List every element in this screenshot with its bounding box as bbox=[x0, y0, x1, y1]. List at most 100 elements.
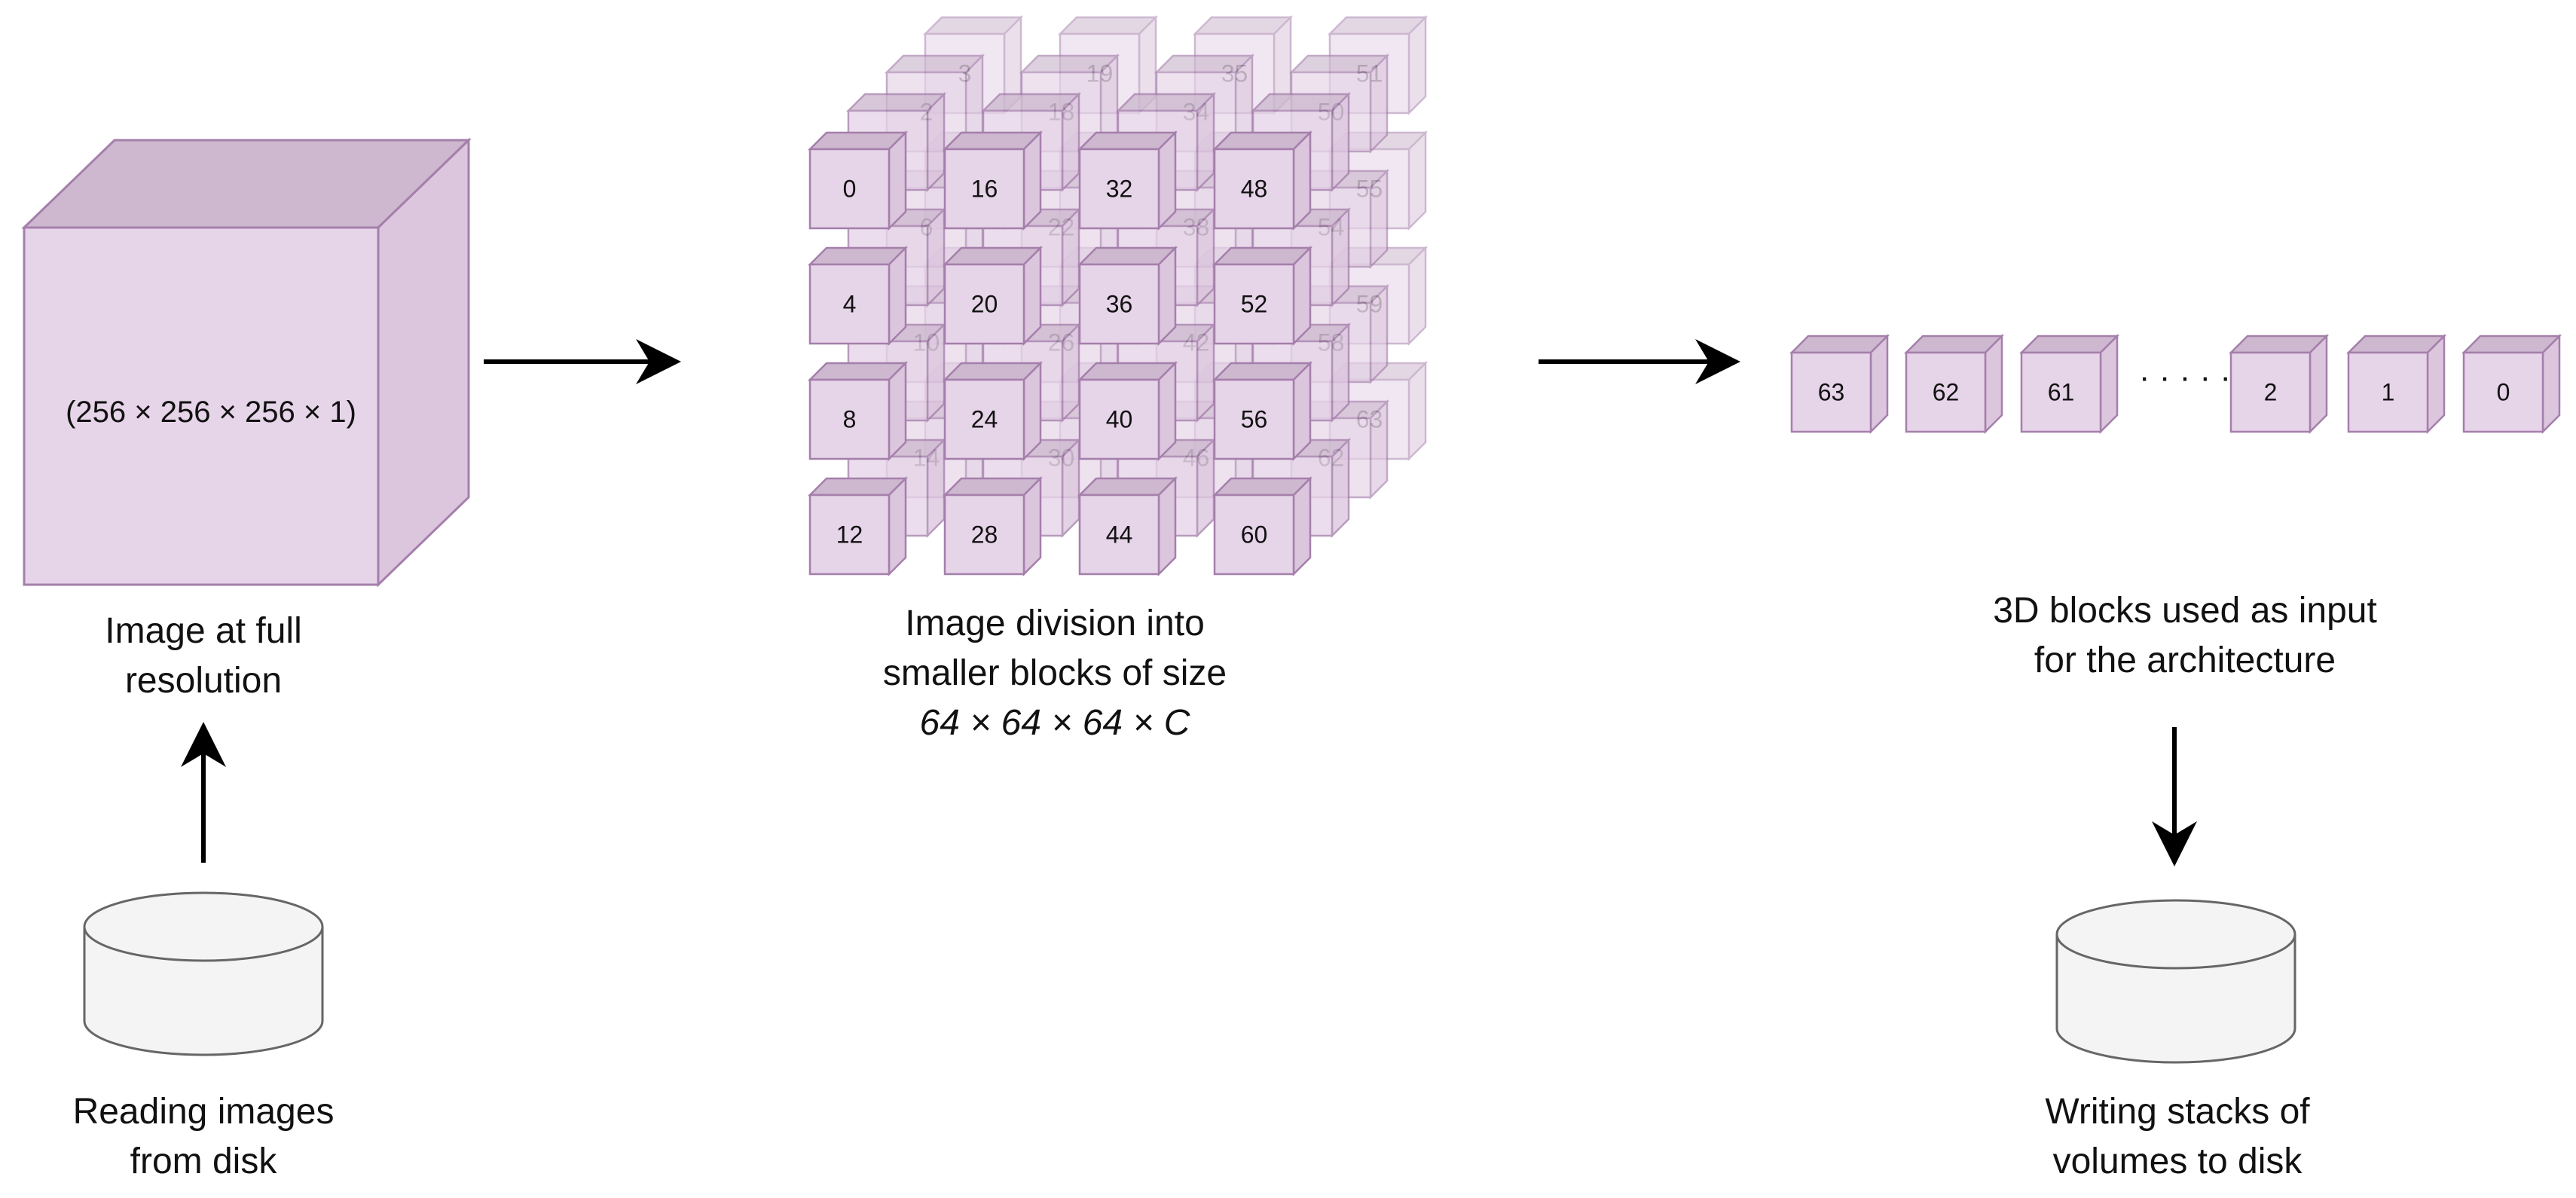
cube-front-face bbox=[1078, 378, 1160, 460]
cube-side-face bbox=[1407, 360, 1427, 462]
grid-block: 28 bbox=[942, 475, 1044, 577]
cube-side-face bbox=[1369, 283, 1389, 385]
block-index-label: 56 bbox=[1241, 406, 1268, 433]
block-index-label: 36 bbox=[1106, 291, 1133, 318]
cube-side-face bbox=[1369, 168, 1389, 270]
cube-side-face bbox=[1407, 14, 1427, 116]
block-grid: 3193551723395511274359153147632183450622… bbox=[807, 14, 1429, 577]
cube-side-face bbox=[2099, 333, 2119, 435]
cube-side-face bbox=[1022, 130, 1042, 231]
cube-front-face bbox=[943, 263, 1025, 345]
cube-side-face bbox=[1157, 475, 1177, 577]
cube-front-face bbox=[1213, 378, 1295, 460]
cube-front-face bbox=[808, 263, 891, 345]
cube-side-face bbox=[1869, 333, 1889, 435]
cube-side-face bbox=[926, 91, 946, 193]
label-reading-disk: Reading images from disk bbox=[23, 1087, 384, 1187]
cube-side-face bbox=[1407, 130, 1427, 231]
cube-side-face bbox=[2309, 333, 2328, 435]
cube-front-face bbox=[2020, 351, 2102, 433]
cube-side-face bbox=[888, 130, 907, 231]
grid-block: 52 bbox=[1212, 245, 1313, 347]
label-writing-disk: Writing stacks of volumes to disk bbox=[1989, 1087, 2366, 1187]
label-full-resolution-line-2: resolution bbox=[124, 661, 283, 701]
cube-side-face bbox=[1331, 322, 1350, 423]
label-image-division-line-2: smaller blocks of size bbox=[882, 653, 1227, 693]
cube-front-face bbox=[2347, 351, 2429, 433]
cube-front-face bbox=[1078, 494, 1160, 576]
disk-cylinder-read bbox=[83, 891, 324, 1056]
block-index-label: 16 bbox=[971, 176, 998, 203]
block-index-label: 0 bbox=[2497, 379, 2510, 406]
block-index-label: 52 bbox=[1241, 291, 1268, 318]
cube-front-face bbox=[808, 148, 891, 230]
cube-side-face bbox=[1331, 206, 1350, 308]
block-index-label: 61 bbox=[2048, 379, 2075, 406]
block-index-label: 12 bbox=[836, 521, 863, 549]
cube-side-face bbox=[1292, 475, 1312, 577]
block-index-label: 62 bbox=[1933, 379, 1960, 406]
sequence-block: 0 bbox=[2461, 333, 2562, 435]
cube-side-face bbox=[1157, 245, 1177, 347]
cube-side-face bbox=[926, 322, 946, 423]
block-index-label: 1 bbox=[2382, 379, 2395, 406]
cube-front-face bbox=[2229, 351, 2312, 433]
label-writing-disk-line-2: volumes to disk bbox=[2052, 1141, 2303, 1181]
label-image-division-line-1: Image division into bbox=[905, 604, 1205, 643]
grid-block: 16 bbox=[942, 130, 1044, 231]
grid-block: 36 bbox=[1077, 245, 1178, 347]
full-resolution-cube: (256 × 256 × 256 × 1) bbox=[21, 137, 472, 588]
grid-block: 44 bbox=[1077, 475, 1178, 577]
label-blocks-input-line-2: for the architecture bbox=[2034, 640, 2336, 680]
block-index-label: 24 bbox=[971, 406, 998, 433]
grid-block: 40 bbox=[1077, 360, 1178, 462]
cube-side-face bbox=[926, 437, 946, 539]
cube-front-face bbox=[943, 494, 1025, 576]
cube-front-face bbox=[1790, 351, 1872, 433]
cube-side-face bbox=[1157, 360, 1177, 462]
cube-front-face bbox=[808, 494, 891, 576]
block-index-label: 2 bbox=[2264, 379, 2278, 406]
sequence-block: 2 bbox=[2228, 333, 2330, 435]
cube-side-face bbox=[1196, 322, 1215, 423]
cube-side-face bbox=[888, 360, 907, 462]
label-blocks-input: 3D blocks used as input for the architec… bbox=[1884, 586, 2486, 686]
grid-block: 24 bbox=[942, 360, 1044, 462]
block-index-label: 40 bbox=[1106, 406, 1133, 433]
cube-side-face bbox=[1196, 91, 1215, 193]
block-index-label: 63 bbox=[1818, 379, 1845, 406]
block-index-label: 4 bbox=[843, 291, 857, 318]
cube-side-face bbox=[1196, 206, 1215, 308]
label-full-resolution-line-1: Image at full bbox=[105, 611, 302, 651]
cube-side-face bbox=[1331, 437, 1350, 539]
cube-side-face bbox=[1331, 91, 1350, 193]
grid-block: 8 bbox=[807, 360, 909, 462]
block-index-label: 0 bbox=[843, 176, 857, 203]
cube-front-face bbox=[1213, 494, 1295, 576]
cube-front-face bbox=[943, 148, 1025, 230]
block-index-label: 20 bbox=[971, 291, 998, 318]
cube-side-face bbox=[1157, 130, 1177, 231]
grid-block: 48 bbox=[1212, 130, 1313, 231]
cube-side-face bbox=[1292, 245, 1312, 347]
cube-side-face bbox=[1061, 322, 1080, 423]
write-cylinder-top bbox=[2055, 899, 2296, 970]
grid-block: 0 bbox=[807, 130, 909, 231]
cube-side-face bbox=[888, 245, 907, 347]
cube-side-face bbox=[1984, 333, 2003, 435]
grid-block: 20 bbox=[942, 245, 1044, 347]
read-cylinder-top bbox=[83, 891, 324, 962]
block-index-label: 48 bbox=[1241, 176, 1268, 203]
block-index-label: 8 bbox=[843, 406, 857, 433]
sequence-block: 1 bbox=[2345, 333, 2447, 435]
cube-side-face bbox=[1292, 130, 1312, 231]
grid-block: 4 bbox=[807, 245, 909, 347]
cube-side-face bbox=[1369, 53, 1389, 154]
cube-side-face bbox=[1022, 245, 1042, 347]
cube-side-face bbox=[926, 206, 946, 308]
disk-cylinder-write bbox=[2055, 899, 2296, 1064]
block-index-label: 28 bbox=[971, 521, 998, 549]
cube-side-face bbox=[1369, 399, 1389, 500]
grid-block: 32 bbox=[1077, 130, 1178, 231]
